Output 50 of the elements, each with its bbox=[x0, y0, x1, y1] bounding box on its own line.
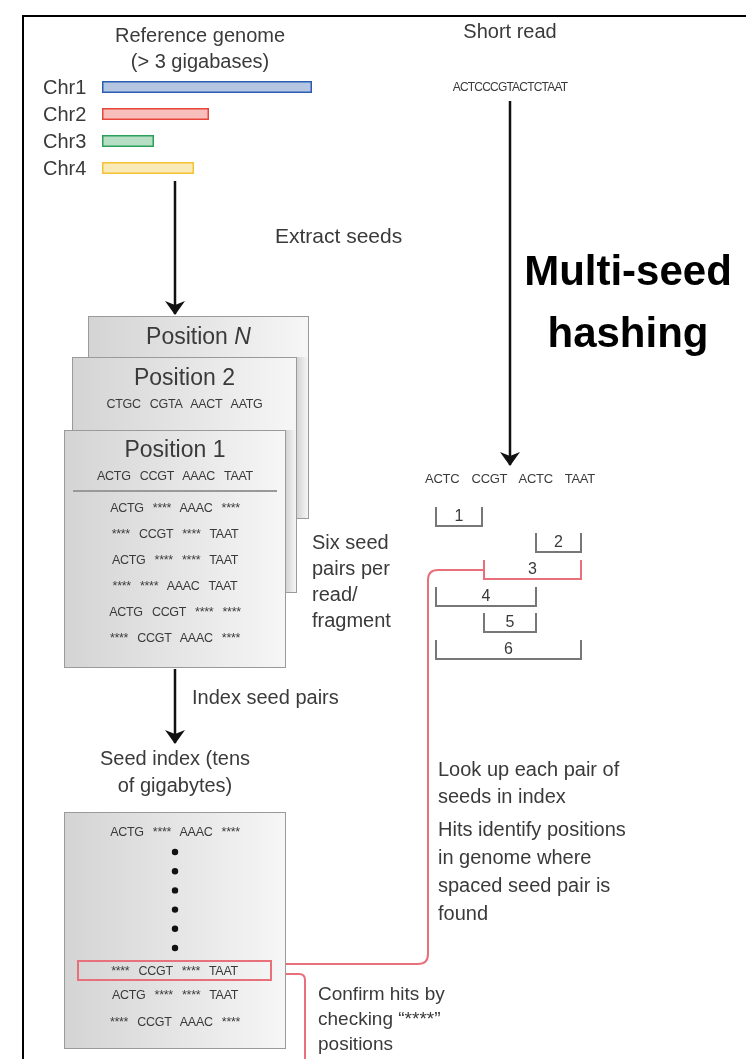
note: Hits identify positions in genome where spaced seed pair is found bbox=[438, 817, 627, 926]
bracket-number: 1 bbox=[454, 506, 464, 525]
sequence: ACTCCCGTACTCTAAT bbox=[451, 79, 569, 96]
note: Extract seeds bbox=[275, 223, 404, 249]
edge-label: Index seed pairs bbox=[192, 685, 339, 709]
seed-card bbox=[64, 430, 286, 668]
note: Confirm hits by checking “****” positions bbox=[318, 982, 446, 1056]
highlight-box bbox=[77, 960, 272, 981]
bracket-number: 6 bbox=[504, 639, 513, 658]
bracket-number: 3 bbox=[528, 559, 537, 578]
note: Six seed pairs per read/ fragment bbox=[312, 530, 392, 633]
chromosome-label: Chr2 bbox=[43, 102, 88, 126]
seed-pair: **** CCGT AAAC **** bbox=[108, 630, 242, 647]
chromosome-label: Chr1 bbox=[43, 75, 88, 99]
seed-pair: ACTG CCGT **** **** bbox=[108, 604, 242, 621]
seed-pair: **** CCGT **** TAAT bbox=[111, 962, 238, 980]
bracket-number: 4 bbox=[481, 586, 491, 605]
bracket-number: 5 bbox=[505, 612, 515, 631]
bracket bbox=[483, 560, 582, 580]
arrow bbox=[165, 669, 185, 744]
arrow bbox=[500, 101, 520, 466]
seed-pair: **** **** AAAC TAAT bbox=[111, 578, 239, 595]
heading: Short read bbox=[462, 19, 558, 44]
sequence: ACTC CCGT ACTC TAAT bbox=[424, 470, 596, 488]
note: Look up each pair of seeds in index bbox=[438, 757, 621, 809]
seed-pair: **** CCGT AAAC **** bbox=[108, 1014, 242, 1031]
heading: Reference genome (> 3 gigabases) bbox=[113, 23, 287, 74]
sequence: CTGC CGTA AACT AATG bbox=[105, 396, 264, 413]
bracket bbox=[535, 533, 582, 553]
bracket bbox=[483, 613, 537, 633]
chromosome-label: Chr3 bbox=[43, 129, 88, 153]
card-title: Position N bbox=[145, 322, 252, 350]
seed-card bbox=[88, 316, 309, 357]
seed-pair: **** CCGT **** TAAT bbox=[110, 526, 240, 543]
card-title: Position 1 bbox=[123, 435, 227, 463]
bracket bbox=[435, 587, 537, 607]
bracket bbox=[435, 640, 582, 660]
sequence: ACTG CCGT AAAC TAAT bbox=[96, 468, 254, 485]
bracket-number: 2 bbox=[554, 532, 563, 551]
arrow bbox=[165, 181, 185, 315]
seed-pair: ACTG **** AAAC **** bbox=[109, 824, 241, 841]
heading: Seed index (tens of gigabytes) bbox=[98, 746, 252, 798]
bracket bbox=[435, 507, 483, 527]
overlay-title: Multi-seed hashing bbox=[523, 246, 733, 358]
seed-pair: ACTG **** **** TAAT bbox=[110, 552, 240, 569]
seed-pair: ACTG **** **** TAAT bbox=[110, 987, 240, 1004]
chromosome-label: Chr4 bbox=[43, 156, 88, 180]
seed-card bbox=[72, 357, 297, 430]
card-title: Position 2 bbox=[133, 363, 236, 391]
seed-pair: ACTG **** AAAC **** bbox=[109, 500, 241, 517]
